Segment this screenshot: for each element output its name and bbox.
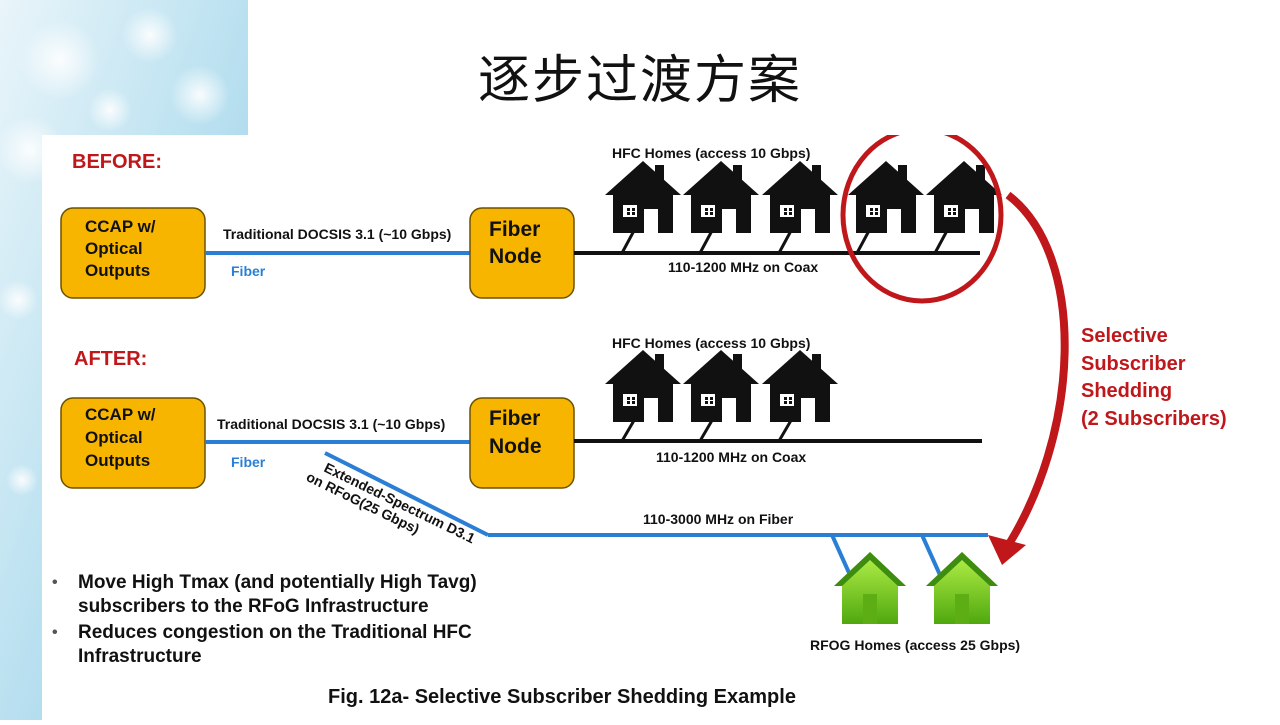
rfog-branch-line bbox=[324, 451, 489, 537]
house-icon bbox=[762, 350, 838, 422]
before-node-line1: Fiber bbox=[489, 218, 540, 241]
before-ccap-line2: Optical bbox=[85, 239, 143, 258]
after-ccap-line2: Optical bbox=[85, 428, 143, 447]
after-coax-label: 110-1200 MHz on Coax bbox=[656, 449, 806, 465]
green-house-icon bbox=[926, 552, 998, 624]
before-hfc-homes-label: HFC Homes (access 10 Gbps) bbox=[612, 145, 810, 161]
before-ccap-line3: Outputs bbox=[85, 261, 150, 280]
rfog-fiber-label: 110-3000 MHz on Fiber bbox=[643, 511, 794, 527]
network-diagram: BEFORE: CCAP w/ Optical Outputs Traditio… bbox=[60, 126, 1227, 653]
bullet-marker: • bbox=[52, 574, 58, 591]
house-icon bbox=[683, 161, 759, 233]
house-icon bbox=[683, 350, 759, 422]
after-docsis-label: Traditional DOCSIS 3.1 (~10 Gbps) bbox=[217, 416, 445, 432]
after-ccap-line1: CCAP w/ bbox=[85, 405, 156, 424]
shedding-label: Selective Subscriber Shedding (2 Subscri… bbox=[1081, 325, 1227, 430]
shedding-line1: Selective bbox=[1081, 325, 1168, 347]
after-ccap-box: CCAP w/ Optical Outputs bbox=[60, 397, 206, 489]
bullet-item: • Reduces congestion on the Traditional … bbox=[52, 621, 572, 669]
before-fiber-label: Fiber bbox=[231, 263, 266, 279]
rfog-homes-label: RFOG Homes (access 25 Gbps) bbox=[810, 637, 1020, 653]
before-ccap-line1: CCAP w/ bbox=[85, 217, 156, 236]
after-hfc-homes-label: HFC Homes (access 10 Gbps) bbox=[612, 335, 810, 351]
before-coax-label: 110-1200 MHz on Coax bbox=[668, 259, 818, 275]
shedding-line3: Shedding bbox=[1081, 380, 1172, 402]
extended-spectrum-label: Extended-Spectrum D3.1 on RFoG(25 Gbps) bbox=[304, 459, 478, 546]
before-fiber-node: Fiber Node bbox=[469, 207, 575, 299]
after-node-line2: Node bbox=[489, 435, 542, 458]
bullet-item: • Move High Tmax (and potentially High T… bbox=[52, 571, 572, 619]
before-heading: BEFORE: bbox=[72, 151, 162, 173]
after-node-line1: Fiber bbox=[489, 407, 540, 430]
bullet-marker: • bbox=[52, 624, 58, 641]
after-heading: AFTER: bbox=[74, 348, 147, 370]
house-icon bbox=[762, 161, 838, 233]
before-docsis-label: Traditional DOCSIS 3.1 (~10 Gbps) bbox=[223, 226, 451, 242]
before-node-line2: Node bbox=[489, 245, 542, 268]
arrow-head-icon bbox=[988, 535, 1026, 565]
after-fiber-label: Fiber bbox=[231, 454, 266, 470]
curved-arrow-icon bbox=[998, 191, 1069, 558]
bullet-list: • Move High Tmax (and potentially High T… bbox=[52, 571, 572, 671]
after-fiber-node: Fiber Node bbox=[469, 397, 575, 489]
bullet-text: Reduces congestion on the Traditional HF… bbox=[78, 622, 472, 667]
bullet-text: Move High Tmax (and potentially High Tav… bbox=[78, 572, 477, 617]
shedding-line2: Subscriber bbox=[1081, 353, 1186, 375]
rfog-drops bbox=[830, 534, 942, 576]
after-ccap-line3: Outputs bbox=[85, 451, 150, 470]
shedding-line4: (2 Subscribers) bbox=[1081, 408, 1227, 430]
house-icon bbox=[605, 161, 681, 233]
house-icon bbox=[605, 350, 681, 422]
figure-caption: Fig. 12a- Selective Subscriber Shedding … bbox=[328, 686, 796, 708]
before-ccap-box: CCAP w/ Optical Outputs bbox=[60, 207, 206, 299]
diagram-panel: BEFORE: CCAP w/ Optical Outputs Traditio… bbox=[42, 126, 1280, 720]
slide-title: 逐步过渡方案 bbox=[477, 51, 802, 111]
house-icon bbox=[848, 161, 924, 233]
